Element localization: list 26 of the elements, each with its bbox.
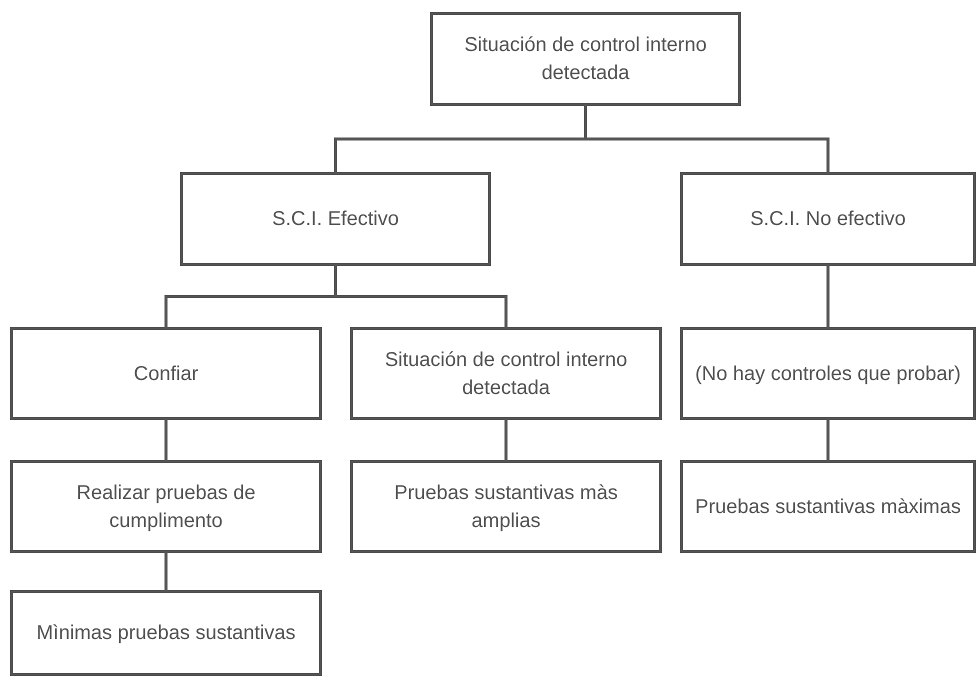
process-box [350, 327, 662, 420]
process-box [680, 327, 976, 420]
process-box [680, 172, 976, 266]
box-text: Pruebas sustantivas màximas [695, 494, 961, 520]
connector-line [504, 420, 508, 460]
connector-line [826, 420, 830, 460]
box-text: Pruebas sustantivas màs amplias [393, 480, 619, 534]
box-text: S.C.I. Efectivo [272, 207, 399, 232]
connector-line [164, 553, 168, 590]
process-box [10, 590, 322, 676]
process-box [680, 460, 976, 553]
connector-line [826, 266, 830, 327]
box-text: Situación de control interno detectada [384, 348, 628, 400]
process-box [10, 460, 322, 553]
box-text: (No hay controles que probar) [695, 362, 961, 386]
box-text: Mìnimas pruebas sustantivas [36, 621, 296, 646]
connector-line [584, 106, 830, 172]
process-box [10, 327, 322, 420]
box-text: S.C.I. No efectivo [750, 207, 906, 232]
box-text: Confiar [134, 362, 198, 386]
process-box [430, 12, 741, 106]
process-box [350, 460, 662, 553]
process-box [180, 172, 491, 266]
box-text: Realizar pruebas de cumplimento [76, 480, 256, 534]
connector-line [164, 420, 168, 460]
box-text: Situación de control interno detectada [463, 33, 708, 86]
